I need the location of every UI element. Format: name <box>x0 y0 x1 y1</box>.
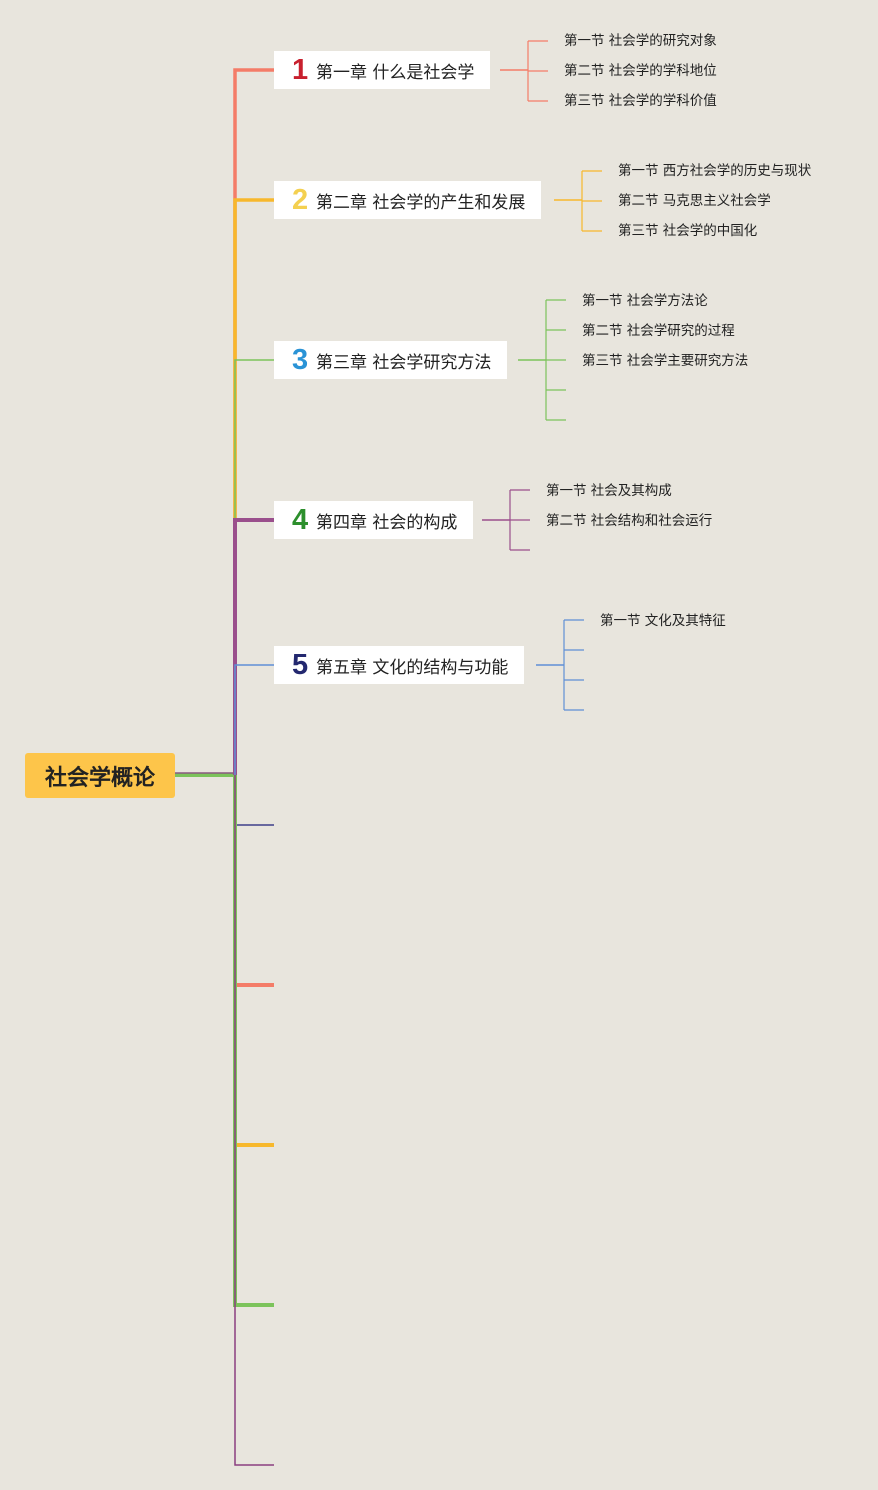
section-3-2[interactable]: 第二节 社会学研究的过程 <box>582 323 735 339</box>
chapter-3-branch <box>234 359 274 775</box>
chapter-4-branch <box>233 518 274 775</box>
chapter-5-branch <box>234 664 274 775</box>
section-2-2[interactable]: 第二节 马克思主义社会学 <box>618 193 771 209</box>
section-3-1[interactable]: 第一节 社会学方法论 <box>582 293 708 309</box>
chapter-4-topic[interactable]: 4 第四章 社会的构成 <box>274 501 474 539</box>
chapter-3-topic[interactable]: 3 第三章 社会学研究方法 <box>274 341 508 379</box>
section-1-3[interactable]: 第三节 社会学的学科价值 <box>564 93 717 109</box>
section-2-3[interactable]: 第三节 社会学的中国化 <box>618 223 758 239</box>
empty-branch-3 <box>233 775 274 1147</box>
root-topic-label: 社会学概论 <box>44 765 155 791</box>
chapter-number-2: 2 <box>292 183 309 216</box>
section-1-2[interactable]: 第二节 社会学的学科地位 <box>564 63 717 79</box>
chapter-title-5: 第五章 文化的结构与功能 <box>316 657 509 678</box>
section-3-3[interactable]: 第三节 社会学主要研究方法 <box>582 353 749 369</box>
section-2-1[interactable]: 第一节 西方社会学的历史与现状 <box>618 163 812 179</box>
chapter-2-branch <box>233 198 274 775</box>
chapter-1-topic[interactable]: 1 第一章 什么是社会学 <box>274 51 491 89</box>
empty-branch-4 <box>233 775 274 1307</box>
root-topic[interactable]: 社会学概论 <box>25 753 175 798</box>
chapter-number-1: 1 <box>292 53 309 86</box>
section-4-2[interactable]: 第二节 社会结构和社会运行 <box>546 513 713 529</box>
section-5-1[interactable]: 第一节 文化及其特征 <box>600 613 726 629</box>
chapter-title-2: 第二章 社会学的产生和发展 <box>316 192 526 213</box>
chapter-1-branch <box>233 68 274 775</box>
chapter-5-topic[interactable]: 5 第五章 文化的结构与功能 <box>274 646 525 684</box>
empty-branch-1 <box>234 775 274 826</box>
chapter-number-3: 3 <box>292 343 309 376</box>
empty-branch-2 <box>233 775 274 987</box>
section-1-1[interactable]: 第一节 社会学的研究对象 <box>564 33 717 49</box>
section-4-1[interactable]: 第一节 社会及其构成 <box>546 483 672 499</box>
chapter-number-5: 5 <box>292 648 309 681</box>
empty-branch-5 <box>234 775 274 1466</box>
chapter-number-4: 4 <box>292 503 309 536</box>
chapter-title-3: 第三章 社会学研究方法 <box>316 352 492 373</box>
chapter-2-topic[interactable]: 2 第二章 社会学的产生和发展 <box>274 181 542 219</box>
chapter-title-1: 第一章 什么是社会学 <box>316 62 475 83</box>
chapter-title-4: 第四章 社会的构成 <box>316 512 458 533</box>
